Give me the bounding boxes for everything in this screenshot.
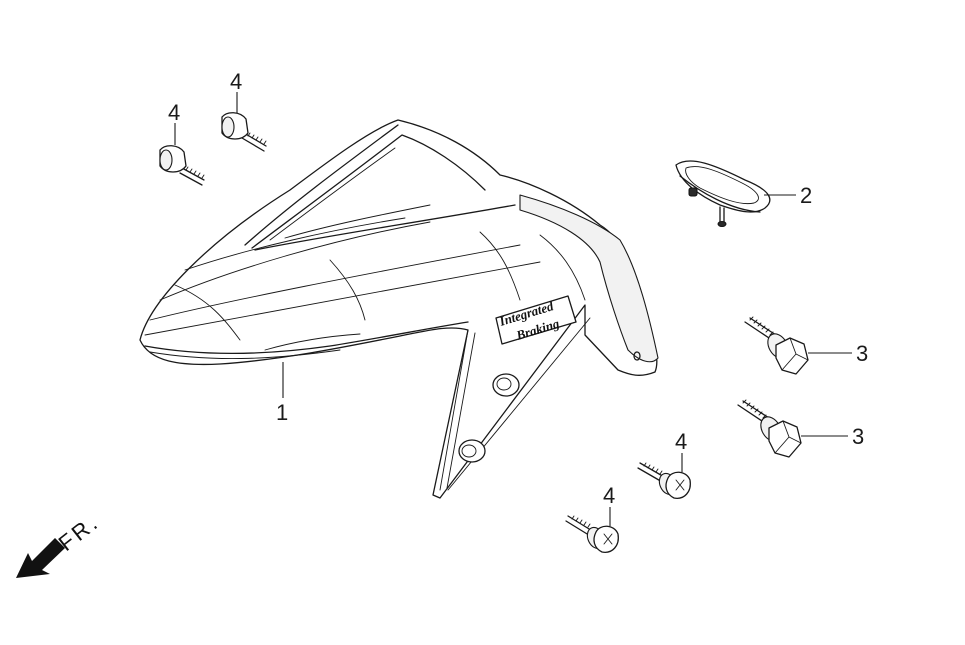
flange-bolt-lower	[737, 399, 802, 458]
front-direction-indicator: FR.	[16, 509, 104, 578]
screw-top-left	[159, 145, 205, 186]
front-fender	[139, 119, 659, 499]
screw-top-center	[221, 112, 267, 152]
callout-3a: 3	[856, 341, 868, 366]
screw-bottom-lower	[565, 515, 619, 553]
callout-4d: 4	[603, 483, 615, 508]
rubber-grommet	[675, 160, 771, 227]
callout-1: 1	[276, 400, 288, 425]
callout-2: 2	[800, 183, 812, 208]
callout-3b: 3	[852, 424, 864, 449]
flange-bolt-upper	[744, 316, 809, 375]
callout-4c: 4	[675, 429, 687, 454]
front-arrow-icon	[16, 538, 65, 578]
callout-4b: 4	[230, 69, 242, 94]
screw-bottom-upper	[637, 462, 691, 499]
callout-4a: 4	[168, 100, 180, 125]
